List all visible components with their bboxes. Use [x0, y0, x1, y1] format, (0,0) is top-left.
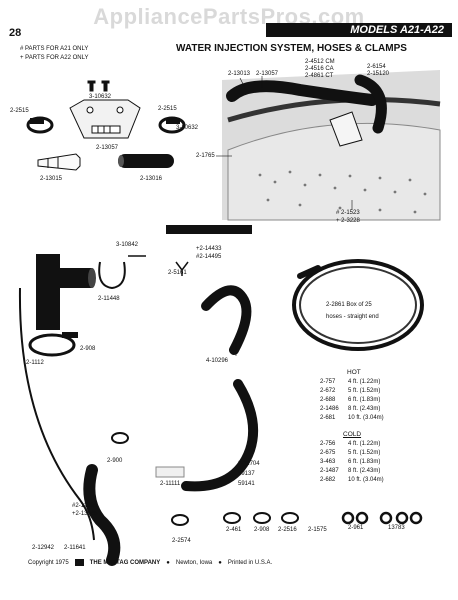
cold-row-part-number: 2-675	[320, 450, 336, 456]
label-2-13057: 2-13057	[96, 145, 119, 151]
label-2-1523: # 2-1523	[336, 210, 360, 216]
models-banner: MODELS A21-A22	[266, 23, 452, 37]
hot-row-part-number: 2-1486	[320, 406, 339, 412]
label-2-908-a: 2-908	[80, 346, 96, 352]
bent-hose-icon	[181, 379, 259, 492]
label-2-5161: 2-5161	[168, 270, 187, 276]
label-2-13013: 2-13013	[228, 71, 251, 77]
hot-row-length: 5 ft. (1.52m)	[348, 388, 381, 394]
label-2-2515-right: 2-2515	[158, 106, 177, 112]
legend-a21: # PARTS FOR A21 ONLY	[20, 46, 89, 52]
label-2-11448: 2-11448	[98, 296, 120, 302]
label-2-2516: 2-2516	[278, 527, 297, 533]
spring-clip-icon	[98, 255, 146, 290]
label-2-11704: 2-11704	[238, 461, 260, 467]
footer-printed: Printed in U.S.A.	[227, 559, 273, 566]
manifold-bracket-icon	[69, 99, 141, 139]
label-2-13015: 2-13015	[40, 176, 63, 182]
hot-row-length: 4 ft. (1.22m)	[348, 379, 381, 385]
label-2-6154: 2-6154	[367, 64, 386, 70]
cold-row-part-number: 2-682	[320, 477, 336, 483]
clamp-small-icon	[111, 432, 299, 526]
grommet-icon	[118, 154, 174, 168]
label-2-14433: +2-14433	[196, 246, 222, 252]
label-2-13016: 2-13016	[140, 176, 163, 182]
label-2-15120: 2-15120	[367, 71, 390, 77]
label-2-4516: 2-4516 CA	[305, 66, 334, 72]
hot-row-part-number: 2-672	[320, 388, 336, 394]
cold-row-length: 8 ft. (2.43m)	[348, 468, 381, 474]
tub-injection-photo	[222, 70, 441, 221]
bullet-icon: ●	[166, 559, 170, 566]
maytag-logo-icon	[74, 559, 84, 566]
label-3-10632-b: 3-10632	[176, 125, 199, 131]
page-title: WATER INJECTION SYSTEM, HOSES & CLAMPS	[176, 43, 407, 54]
label-3-10842: 3-10842	[116, 242, 139, 248]
label-2-2861-desc: hoses - straight end	[326, 314, 379, 320]
hot-row-part-number: 2-757	[320, 379, 336, 385]
cold-row-part-number: 2-1487	[320, 468, 339, 474]
label-2-4861: 2-4861 CT	[305, 73, 334, 79]
hot-row-length: 8 ft. (2.43m)	[348, 406, 381, 412]
label-2-1765: 2-1765	[196, 153, 215, 159]
connector-icon	[155, 466, 185, 478]
screw-icon	[87, 80, 110, 92]
footer: Copyright 1975 THE MAYTAG COMPANY ● Newt…	[28, 559, 272, 566]
large-clamp-icon	[28, 332, 78, 357]
cold-row-length: 4 ft. (1.22m)	[348, 441, 381, 447]
label-2-2861: 2-2861 Box of 25	[326, 302, 372, 308]
cold-row-part-number: 2-756	[320, 441, 336, 447]
hot-row-part-number: 2-681	[320, 415, 336, 421]
label-2-1112: 2-1112	[26, 360, 44, 366]
s-hose-icon	[83, 464, 121, 566]
legend-a22: + PARTS FOR A22 ONLY	[20, 55, 89, 61]
label-4-10296: 4-10296	[206, 358, 229, 364]
fill-hose-coil-icon	[292, 259, 424, 351]
footer-company: THE MAYTAG COMPANY	[89, 559, 161, 566]
hot-row-length: 6 ft. (1.83m)	[348, 397, 381, 403]
label-2-2515-left: 2-2515	[10, 108, 29, 114]
hot-row-length: 10 ft. (3.04m)	[348, 415, 384, 421]
label-13783: 13783	[388, 525, 405, 531]
elbow-hose-icon	[201, 285, 252, 355]
label-2-961: 2-961	[348, 525, 364, 531]
label-2-4512: 2-4512 CM	[305, 59, 335, 65]
hose-clamp-icon	[26, 116, 186, 134]
cold-row-length: 6 ft. (1.83m)	[348, 459, 381, 465]
footer-copyright: Copyright 1975	[28, 559, 69, 566]
label-2-461: 2-461	[226, 527, 242, 533]
label-2-14495: #2-14495	[196, 254, 222, 260]
cold-row-part-number: 3-463	[320, 459, 336, 465]
label-2-908-b: 2-908	[254, 527, 270, 533]
label-3-10632: 3-10632	[89, 94, 112, 100]
label-59141: 59141	[238, 481, 255, 487]
label-2-3228: + 2-3228	[336, 218, 360, 224]
cold-heading: COLD	[343, 431, 362, 438]
tee-fitting-icon	[36, 254, 96, 330]
nozzle-icon	[37, 153, 81, 171]
page-number: 28	[9, 27, 22, 39]
hot-heading: HOT	[347, 369, 361, 376]
bullet-icon: ●	[218, 559, 222, 566]
label-2-13045: +2-13045	[72, 511, 98, 517]
footer-location: Newton, Iowa	[175, 559, 213, 566]
label-2-11641: 2-11641	[64, 545, 86, 551]
washer-icons	[341, 511, 423, 525]
cold-row-length: 5 ft. (1.52m)	[348, 450, 381, 456]
label-59137: 59137	[238, 471, 255, 477]
wire-hose-icon	[18, 287, 95, 541]
cold-row-length: 10 ft. (3.04m)	[348, 477, 384, 483]
label-2-13057-b: 2-13057	[256, 71, 279, 77]
label-2-900: 2-900	[107, 458, 123, 464]
small-screw-icon	[175, 261, 189, 276]
label-2-12942: 2-12942	[32, 545, 55, 551]
section-divider	[166, 225, 252, 234]
label-2-2574: 2-2574	[172, 538, 191, 544]
label-2-11111: 2-11111	[160, 481, 181, 487]
hot-row-part-number: 2-688	[320, 397, 336, 403]
label-2-12989: #2-12989	[72, 503, 98, 509]
label-2-1575: 2-1575	[308, 527, 327, 533]
